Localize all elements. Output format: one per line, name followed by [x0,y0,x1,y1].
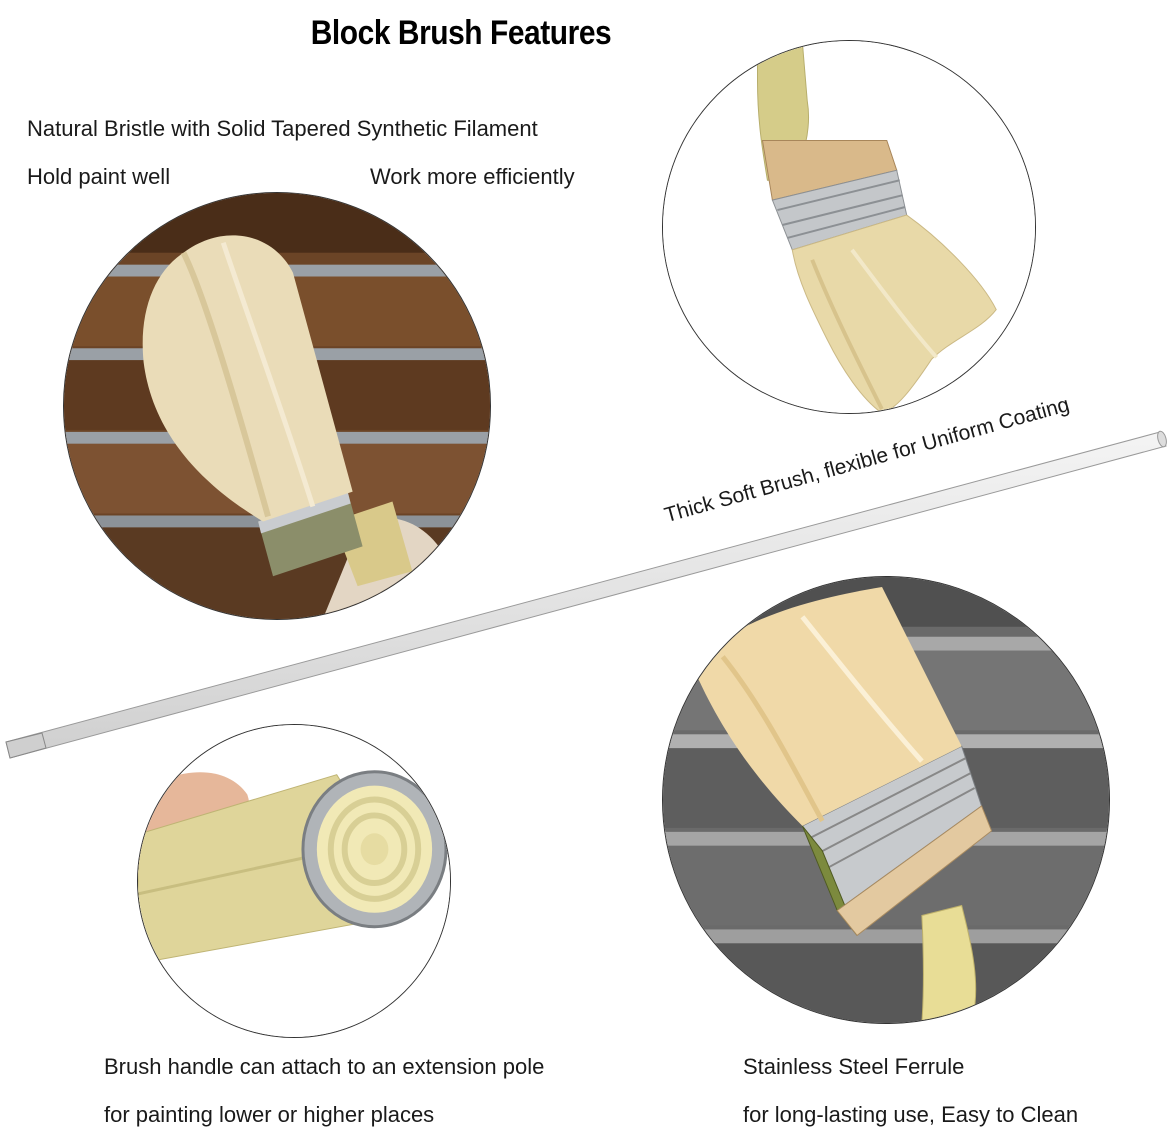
handle-text-line2: for painting lower or higher places [104,1102,435,1127]
page-title: Block Brush Features [310,14,612,52]
ferrule-closeup-image [662,576,1110,1024]
handle-end-image [137,724,451,1038]
feature-thick-soft-text: Thick Soft Brush, flexible for Uniform C… [662,393,1072,528]
brush-full-image [662,40,1036,414]
feature-bristle-text: Natural Bristle with Solid Tapered Synth… [27,116,538,141]
feature-efficiency-text: Work more efficiently [370,164,575,189]
bristle-closeup-image [63,192,491,620]
handle-text-line1: Brush handle can attach to an extension … [104,1054,545,1079]
ferrule-text-line1: Stainless Steel Ferrule [743,1054,965,1079]
ferrule-text-line2: for long-lasting use, Easy to Clean [743,1102,1079,1127]
feature-hold-paint-text: Hold paint well [27,164,171,189]
